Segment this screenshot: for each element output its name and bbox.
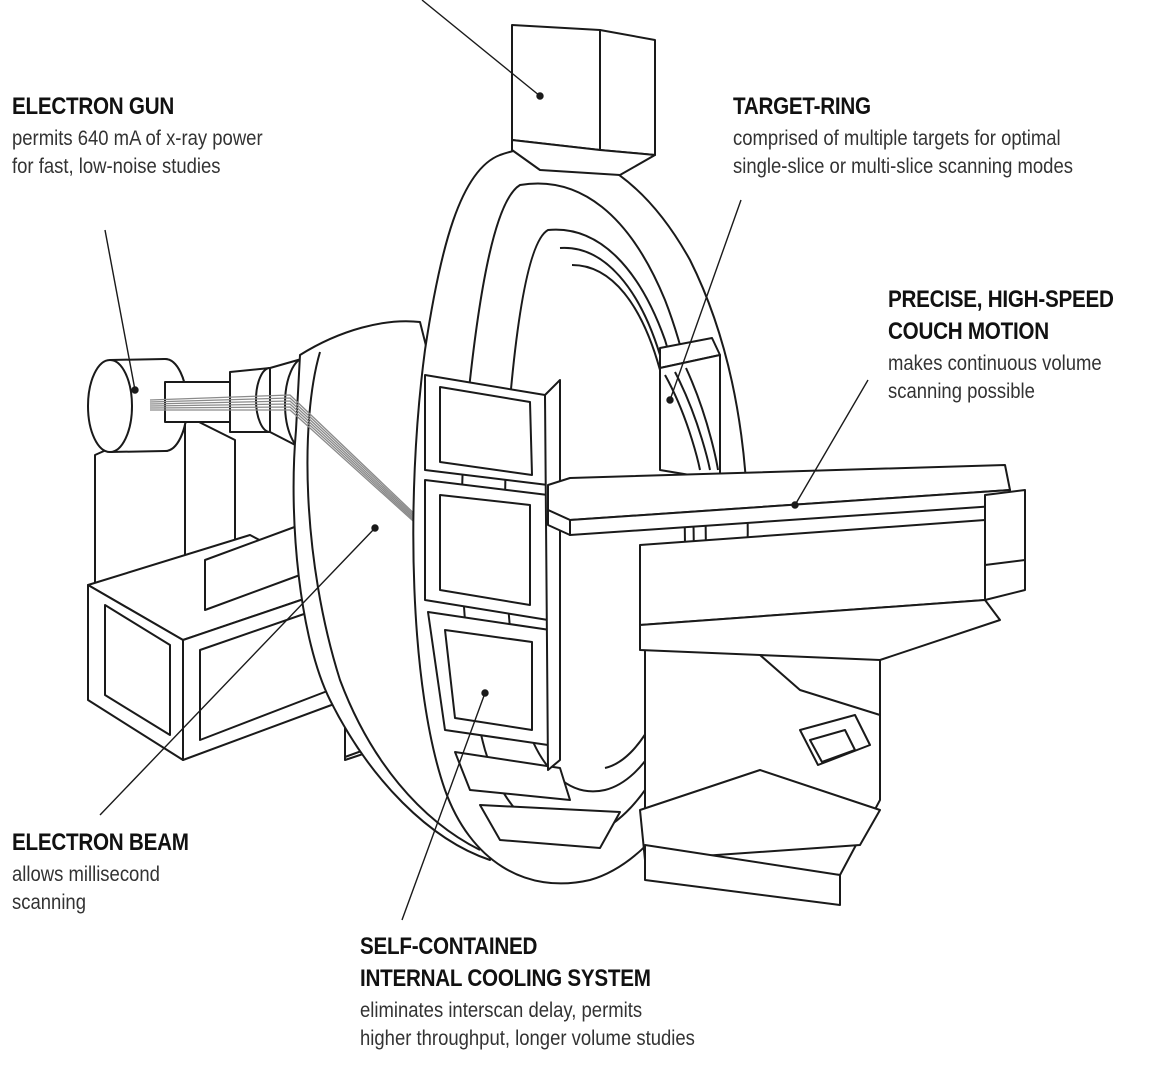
callout-desc-line: allows millisecond: [12, 863, 160, 886]
callout-title: ELECTRON BEAM: [12, 829, 189, 856]
callout-title-line: COUCH MOTION: [888, 318, 1049, 345]
leader-dot-cooling: [481, 689, 489, 697]
callout-electron-beam: ELECTRON BEAM allows millisecond scannin…: [12, 828, 217, 917]
leader-couch: [794, 379, 869, 506]
leader-dot-beam: [371, 524, 379, 532]
target-ring-unit: [659, 337, 721, 481]
cooling-ring-segments: [424, 374, 621, 849]
callout-desc-line: permits 640 mA of x-ray power: [12, 127, 263, 150]
couch-top: [547, 464, 1026, 566]
callout-cooling-system: SELF-CONTAINED INTERNAL COOLING SYSTEM e…: [360, 932, 741, 1053]
leader-dot-couch: [791, 501, 799, 509]
callout-couch-motion: PRECISE, HIGH-SPEED COUCH MOTION makes c…: [888, 285, 1150, 406]
leader-dot-target: [666, 396, 674, 404]
callout-desc-line: scanning possible: [888, 380, 1035, 404]
callout-title-line: PRECISE, HIGH-SPEED: [888, 286, 1114, 313]
callout-desc-line: for fast, low-noise studies: [12, 155, 221, 179]
callout-desc-line: makes continuous volume: [888, 352, 1102, 375]
callout-electron-gun: ELECTRON GUN permits 640 mA of x-ray pow…: [12, 92, 297, 181]
leader-dot-gun: [131, 386, 139, 394]
leader-lines: [99, 0, 869, 921]
callout-desc-line: single-slice or multi-slice scanning mod…: [733, 155, 1073, 179]
leader-dot-top: [536, 92, 544, 100]
callout-desc-line: comprised of multiple targets for optima…: [733, 127, 1061, 150]
leader-electron-gun: [104, 229, 136, 391]
couch-pedestal: [639, 599, 881, 906]
callout-desc-line: scanning: [12, 891, 86, 915]
callout-desc-line: higher throughput, longer volume studies: [360, 1027, 695, 1051]
leader-electron-beam: [99, 527, 376, 816]
callout-title-line: INTERNAL COOLING SYSTEM: [360, 965, 651, 992]
gun-stand: [87, 414, 346, 761]
leader-target-ring: [669, 199, 742, 401]
leader-top-bracket: [421, 0, 541, 97]
callout-target-ring: TARGET-RING comprised of multiple target…: [733, 92, 1119, 181]
top-bracket: [511, 24, 656, 176]
callout-title: TARGET-RING: [733, 93, 871, 120]
leader-cooling: [401, 692, 486, 921]
callout-desc-line: eliminates interscan delay, permits: [360, 999, 643, 1022]
callout-title: ELECTRON GUN: [12, 93, 175, 120]
callout-title-line: SELF-CONTAINED: [360, 933, 538, 960]
